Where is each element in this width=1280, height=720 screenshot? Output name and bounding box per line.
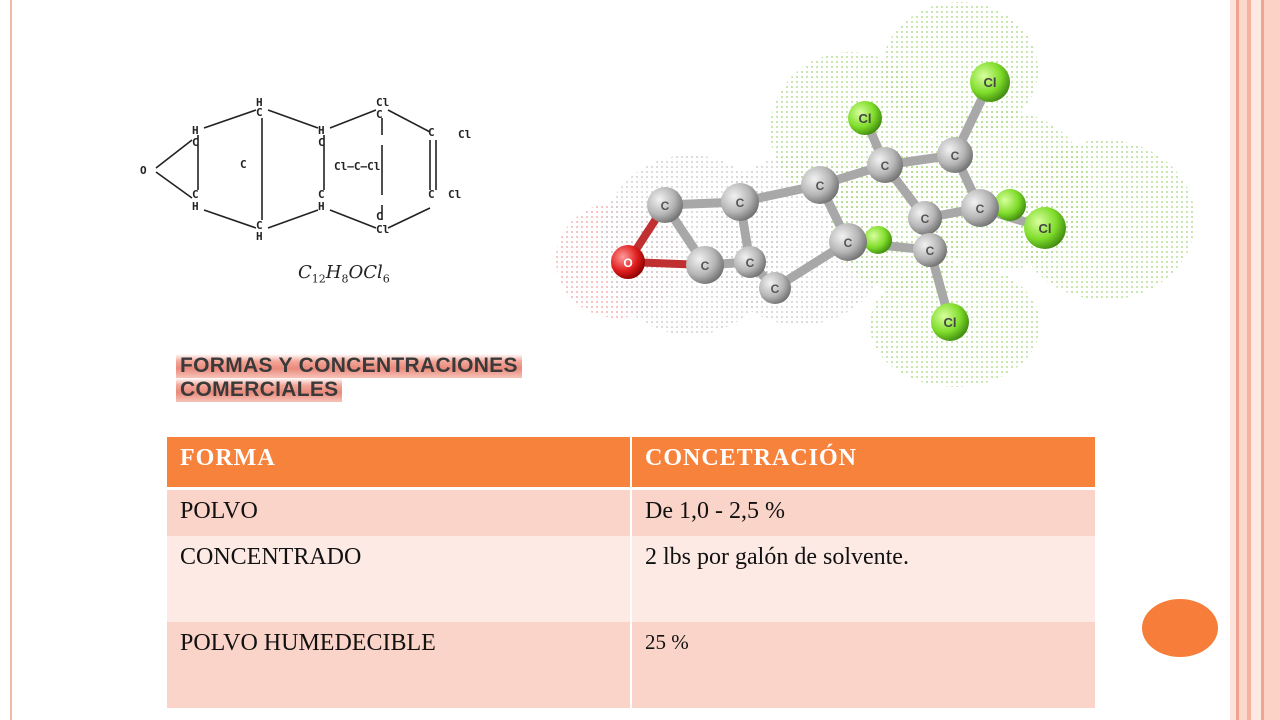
molecule-3d-model: Cl Cl Cl Cl C C C C C C C C C C C C <box>556 2 1195 387</box>
section-title-line2: COMERCIALES <box>176 378 343 402</box>
section-title-line1: FORMAS Y CONCENTRACIONES <box>176 354 522 378</box>
atom-label-c: C <box>376 108 383 121</box>
atom-label-c: C <box>951 149 960 163</box>
carbon-atom <box>801 166 839 204</box>
atom-label-ccl-center: Cl—C—Cl <box>334 160 380 173</box>
carbon-atom <box>734 246 766 278</box>
header-concentracion: CONCETRACIÓN <box>631 437 1097 490</box>
table-row: POLVO De 1,0 - 2,5 % <box>167 488 1097 536</box>
atom-label-c: C <box>318 188 325 201</box>
atom-label-o: O <box>623 256 632 270</box>
atom-label-c: C <box>844 236 853 250</box>
atom-label-c: C <box>376 210 383 223</box>
carbon-atom <box>759 272 791 304</box>
atom-label-cl: Cl <box>376 223 389 236</box>
carbon-atom <box>647 187 683 223</box>
atom-label-c: C <box>701 259 710 273</box>
atom-label-c: C <box>256 106 263 119</box>
carbon-atom <box>686 246 724 284</box>
atom-label-h: H <box>256 96 263 109</box>
atom-label-h: H <box>318 200 325 213</box>
molecular-formula: C12H8OCl6 <box>298 262 390 286</box>
cell-forma: CONCENTRADO <box>167 536 632 622</box>
atom-label-c: C <box>746 256 755 270</box>
atom-label-c: C <box>816 179 825 193</box>
atom-label-c: C <box>318 136 325 149</box>
chlorine-atom <box>931 303 969 341</box>
table-row: CONCENTRADO 2 lbs por galón de solvente. <box>167 536 1097 622</box>
chlorine-atom <box>864 226 892 254</box>
carbon-atom <box>961 189 999 227</box>
chlorine-atom <box>1024 207 1066 249</box>
atom-label-cl: Cl <box>859 111 872 126</box>
right-decorative-stripes <box>1230 0 1280 720</box>
left-frame-line <box>10 0 12 720</box>
atom-label-cl: Cl <box>458 128 471 141</box>
header-forma: FORMA <box>167 437 632 490</box>
atom-label-c: C <box>428 126 435 139</box>
cell-concentracion: 25 % <box>631 622 1097 708</box>
cell-forma: POLVO <box>167 488 632 536</box>
decorative-orange-dot <box>1142 599 1218 657</box>
table-row: POLVO HUMEDECIBLE 25 % <box>167 622 1097 708</box>
atom-label-cl: Cl <box>376 96 389 109</box>
cell-forma: POLVO HUMEDECIBLE <box>167 622 632 708</box>
atom-label-c: C <box>240 158 247 171</box>
atom-label-o: O <box>140 164 147 177</box>
carbon-atom <box>908 201 942 235</box>
atom-label-h: H <box>256 230 263 243</box>
atom-label-c: C <box>881 159 890 173</box>
atom-label-c: C <box>192 136 199 149</box>
chlorine-atom <box>994 189 1026 221</box>
atom-label-c: C <box>661 199 670 213</box>
atom-label-cl: Cl <box>944 315 957 330</box>
atom-label-h: H <box>318 124 325 137</box>
section-title: FORMAS Y CONCENTRACIONES COMERCIALES <box>176 354 522 402</box>
chlorine-atom <box>970 62 1010 102</box>
atom-label-c: C <box>921 212 930 226</box>
atom-label-c: C <box>736 196 745 210</box>
oxygen-atom <box>611 245 645 279</box>
carbon-atom <box>829 223 867 261</box>
chlorine-atom <box>848 101 882 135</box>
atom-label-cl: Cl <box>448 188 461 201</box>
cell-concentracion: De 1,0 - 2,5 % <box>631 488 1097 536</box>
concentration-table: FORMA CONCETRACIÓN POLVO De 1,0 - 2,5 % … <box>167 437 1097 708</box>
atom-label-c: C <box>771 282 780 296</box>
atom-label-cl: Cl <box>984 75 997 90</box>
carbon-atom <box>937 137 973 173</box>
cell-concentracion: 2 lbs por galón de solvente. <box>631 536 1097 622</box>
atom-label-c: C <box>256 219 263 232</box>
atom-label-h: H <box>192 124 199 137</box>
atom-label-c: C <box>192 188 199 201</box>
atom-label-c: C <box>926 244 935 258</box>
carbon-atom <box>721 183 759 221</box>
structural-formula: O H C C H H C C H C H C C H Cl C C Cl Cl… <box>140 96 471 243</box>
atom-label-c: C <box>976 202 985 216</box>
atom-label-c: C <box>428 188 435 201</box>
atom-label-h: H <box>192 200 199 213</box>
table-header-row: FORMA CONCETRACIÓN <box>167 437 1097 490</box>
carbon-atom <box>867 147 903 183</box>
carbon-atom <box>913 233 947 267</box>
atom-label-cl: Cl <box>1039 221 1052 236</box>
